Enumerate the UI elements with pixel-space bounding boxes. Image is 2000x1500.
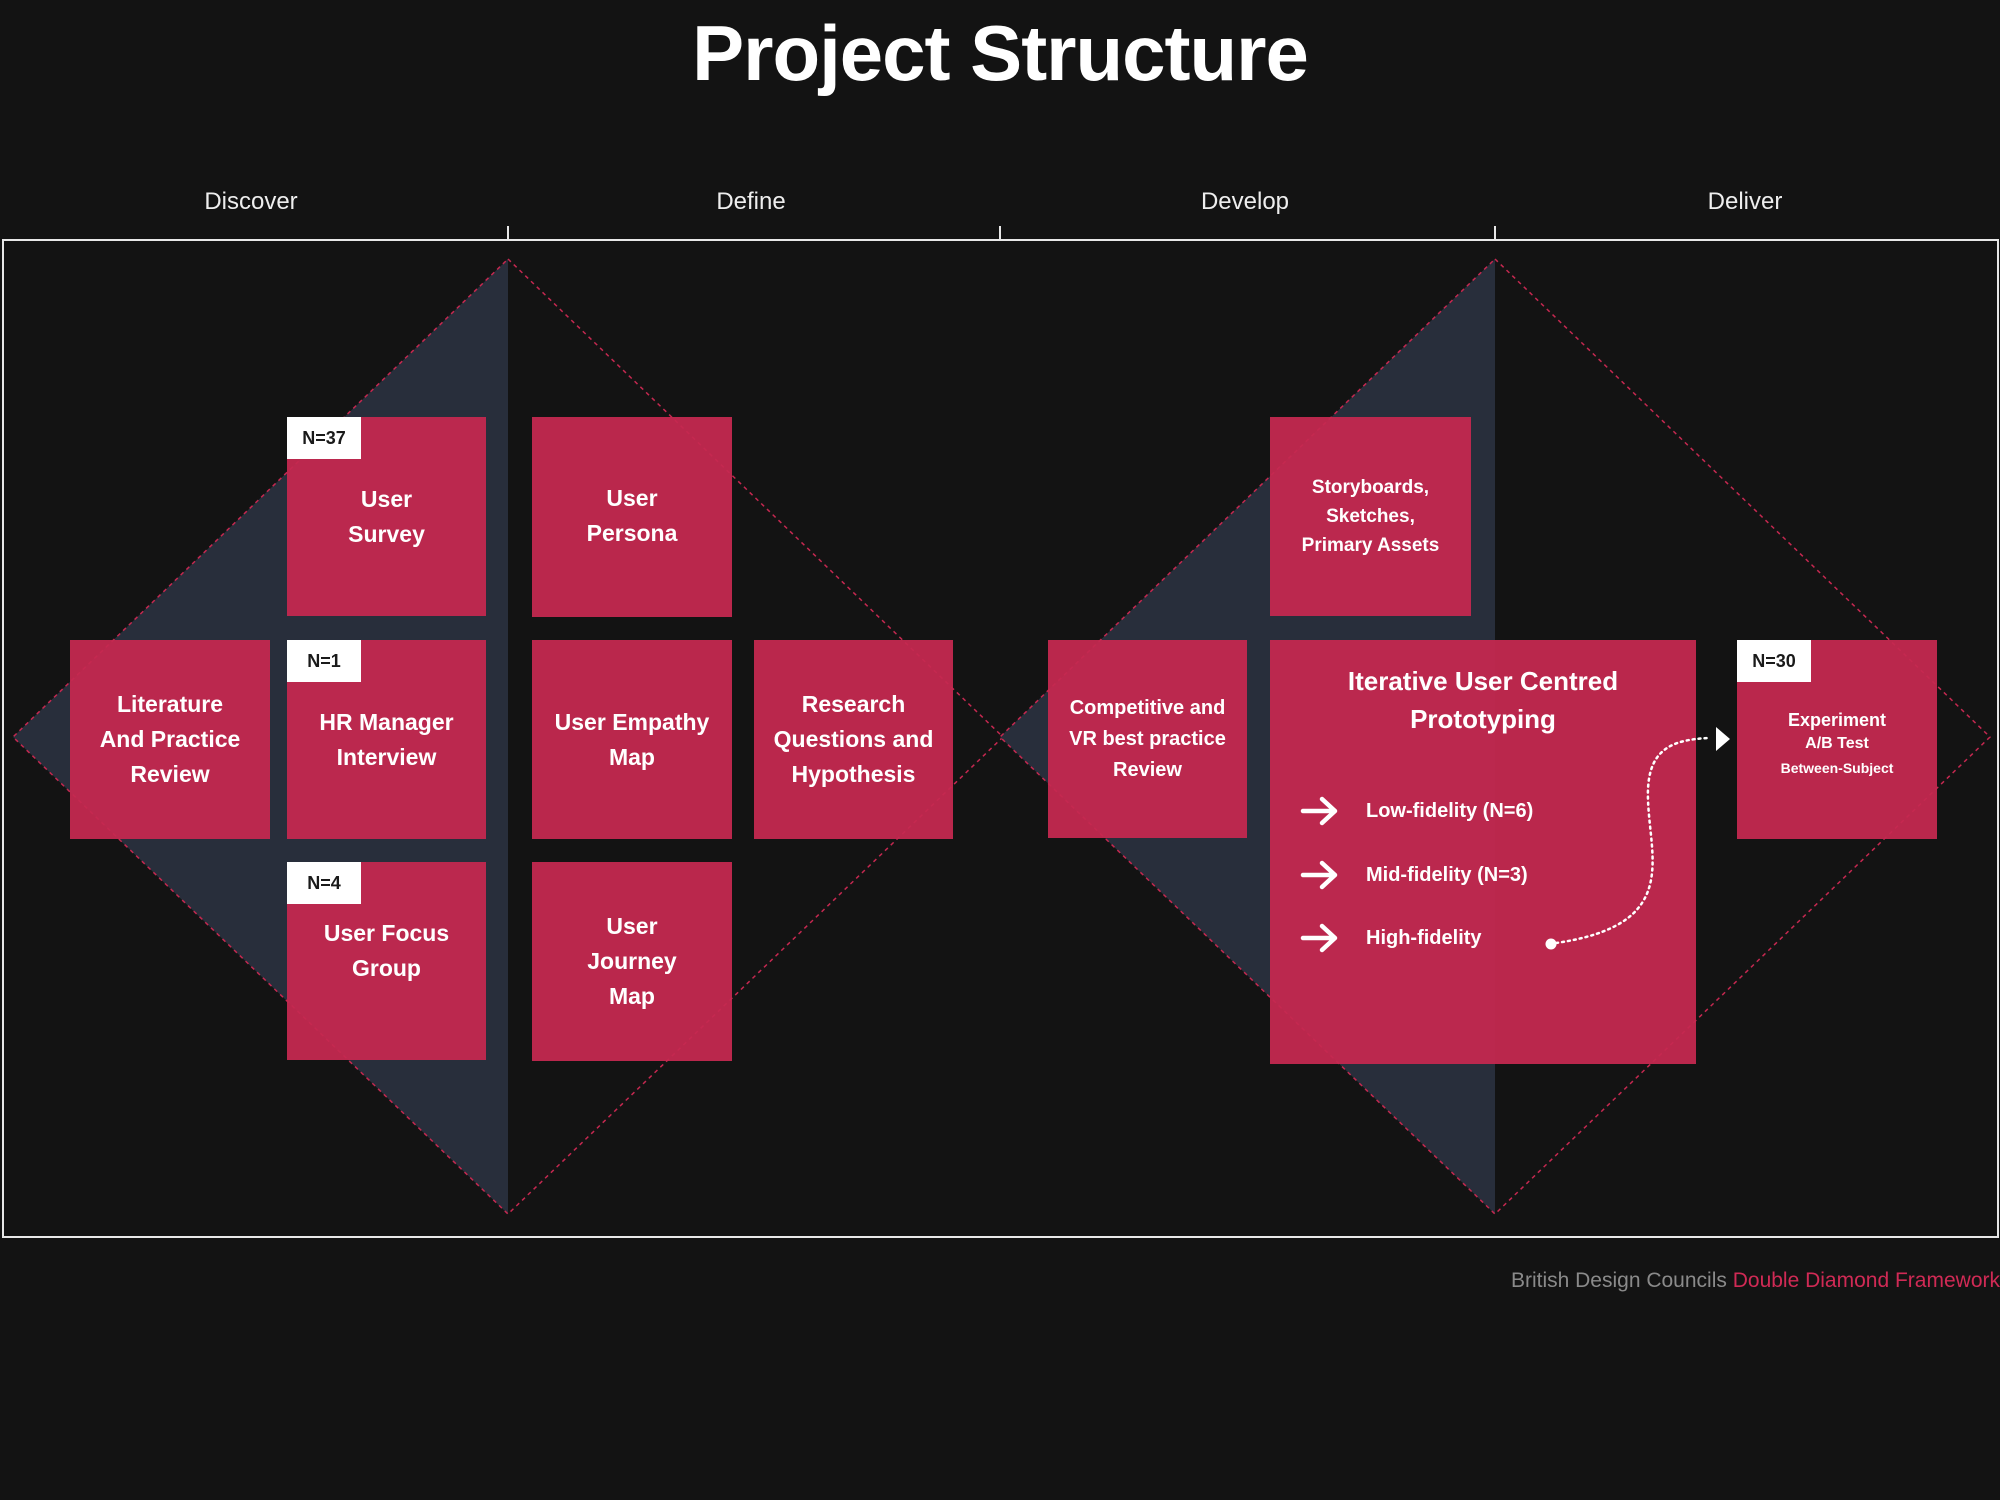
- box-label: Storyboards, Sketches, Primary Assets: [1301, 477, 1440, 556]
- box-storyboards: Storyboards, Sketches, Primary Assets: [1270, 417, 1471, 616]
- fidelity-item: Mid-fidelity (N=3): [1300, 860, 1528, 890]
- footer-highlight: Double Diamond Framework: [1732, 1269, 2000, 1292]
- box-label: Competitive and VR best practice Review: [1069, 696, 1226, 781]
- arrow-right-icon: [1300, 923, 1338, 953]
- diamond-1-outline: [11, 257, 1005, 1216]
- box-label: User Survey: [348, 485, 425, 547]
- arrow-right-icon: [1300, 860, 1338, 890]
- fidelity-label: Mid-fidelity (N=3): [1366, 863, 1528, 886]
- phase-develop: Develop: [1200, 188, 1290, 215]
- box-label: Literature And Practice Review: [99, 691, 241, 787]
- phase-deliver: Deliver: [1707, 188, 1783, 215]
- experiment-title: Experiment: [1787, 709, 1887, 730]
- phase-discover: Discover: [204, 188, 298, 215]
- box-label: User Empathy Map: [554, 708, 710, 770]
- fidelity-label: Low-fidelity (N=6): [1366, 799, 1534, 822]
- diamond-2-outline: [998, 257, 1992, 1216]
- box-label: User Focus Group: [323, 920, 450, 981]
- box-label: User Journey Map: [587, 913, 677, 1009]
- page-title: Project Structure: [692, 9, 1309, 97]
- box-label: User Persona: [586, 485, 678, 546]
- arrow-right-icon: [1300, 796, 1338, 826]
- sample-size-badge: N=1: [287, 640, 361, 682]
- box-journey-map: User Journey Map: [532, 862, 732, 1061]
- box-research-questions: Research Questions and Hypothesis: [754, 640, 953, 839]
- fidelity-item: Low-fidelity (N=6): [1300, 796, 1533, 826]
- experiment-subtitle: A/B Test: [1805, 734, 1869, 752]
- box-user-persona: User Persona: [532, 417, 732, 617]
- footer-prefix: British Design Councils: [1510, 1269, 1733, 1292]
- sample-size-badge: N=4: [287, 862, 361, 904]
- footer-credit: British Design Councils Double Diamond F…: [1511, 1269, 2000, 1293]
- box-experiment: N=30 Experiment A/B Test Between-Subject: [1737, 640, 1937, 839]
- box-user-survey: N=37 User Survey: [287, 417, 486, 616]
- box-label: HR Manager Interview: [319, 708, 454, 770]
- fidelity-label: High-fidelity: [1366, 926, 1482, 949]
- box-empathy-map: User Empathy Map: [532, 640, 732, 839]
- box-focus-group: N=4 User Focus Group: [287, 862, 486, 1060]
- box-literature-review: Literature And Practice Review: [70, 640, 270, 839]
- sample-size-badge: N=30: [1737, 640, 1811, 682]
- phase-define: Define: [716, 188, 786, 215]
- box-iterative-prototyping: Iterative User Centred Prototyping Low-f…: [1270, 640, 1696, 1064]
- box-competitive-review: Competitive and VR best practice Review: [1048, 640, 1247, 838]
- fidelity-item: High-fidelity: [1300, 923, 1482, 953]
- box-hr-interview: N=1 HR Manager Interview: [287, 640, 486, 839]
- iterative-title: Iterative User Centred Prototyping: [1347, 666, 1619, 734]
- sample-size-badge: N=37: [287, 417, 361, 459]
- box-label: Research Questions and Hypothesis: [773, 691, 934, 787]
- experiment-design: Between-Subject: [1780, 759, 1894, 776]
